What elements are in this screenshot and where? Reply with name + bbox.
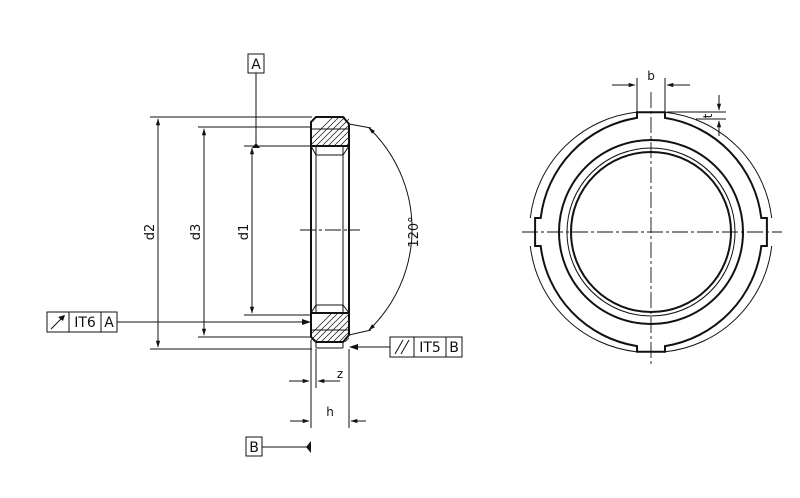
z-label: z: [337, 367, 343, 381]
d2-label: d2: [143, 224, 158, 241]
datum-a-frame: A: [247, 53, 265, 74]
outer-ring-with-slots: [534, 111, 768, 353]
datum-b-label: B: [249, 440, 259, 456]
runout-datum: A: [104, 315, 114, 331]
parallelism-tolerance-frame: IT5 B: [349, 336, 463, 358]
parallel-lines-icon: [394, 339, 410, 355]
dim-z: z: [289, 340, 343, 388]
runout-grade: IT6: [74, 315, 96, 331]
dim-chamfer-angle: 120°: [348, 123, 422, 336]
dim-d2: d2: [143, 118, 161, 348]
h-label: h: [326, 405, 334, 419]
dim-d3: d3: [189, 128, 207, 336]
bore-circle: [570, 151, 732, 313]
hatch-bottom: [311, 313, 349, 342]
runout-tolerance-frame: IT6 A: [46, 311, 311, 333]
section-view: A: [46, 53, 463, 457]
dim-b: b: [612, 69, 690, 112]
front-view: b t: [522, 69, 782, 366]
dim-h: h: [290, 349, 366, 428]
d1-label: d1: [237, 224, 252, 241]
t-label: t: [701, 113, 715, 118]
dim-t: t: [667, 95, 726, 136]
thread-outer-circle: [558, 139, 744, 325]
datum-b-frame: B: [245, 436, 311, 457]
dim-d1: d1: [237, 147, 255, 314]
b-label: b: [647, 69, 655, 83]
ring-profile: [310, 116, 350, 349]
parallelism-grade: IT5: [419, 340, 441, 356]
hatch-top: [311, 117, 349, 146]
runout-arrow-icon: [50, 315, 65, 330]
d3-label: d3: [189, 224, 204, 241]
parallelism-datum: B: [449, 340, 459, 356]
angle-label: 120°: [407, 216, 422, 247]
thread-minor-circle: [566, 147, 736, 317]
datum-a-label: A: [251, 57, 261, 73]
